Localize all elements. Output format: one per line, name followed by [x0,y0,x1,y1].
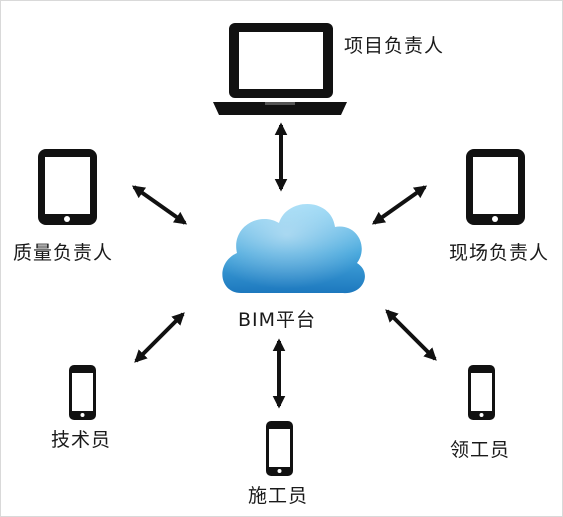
node-label-construction-worker: 施工员 [248,485,309,507]
laptop-icon [213,23,347,115]
smartphone-icon [468,365,495,420]
center-label: BIM平台 [238,309,317,331]
node-label-technician: 技术员 [51,429,112,451]
tablet-icon [38,149,97,225]
double-arrow-icon [131,185,188,225]
smartphone-icon [266,421,293,476]
node-label-project-manager: 项目负责人 [344,35,445,57]
double-arrow-icon [385,309,437,361]
double-arrow-icon [134,312,185,363]
smartphone-icon [69,365,96,420]
node-label-quality-manager: 质量负责人 [13,242,114,264]
double-arrow-icon [371,185,428,225]
node-label-foreman: 领工员 [450,439,511,461]
node-label-site-manager: 现场负责人 [449,242,550,264]
cloud-icon [222,203,365,294]
tablet-icon [466,149,525,225]
